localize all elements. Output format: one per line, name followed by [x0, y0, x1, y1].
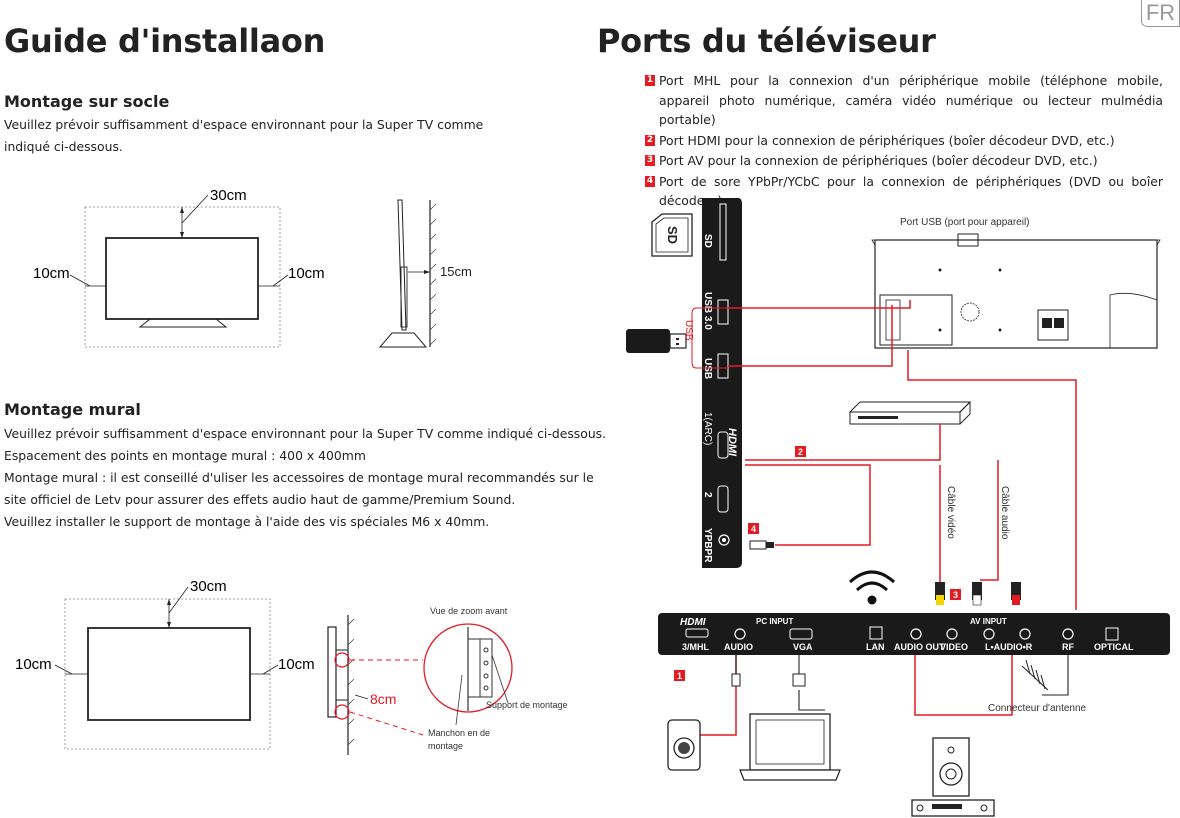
marker-4: 4: [751, 524, 756, 534]
port-description: Port HDMI pour la connexion de périphéri…: [659, 132, 1115, 148]
stand-text-line: indiqué ci-dessous.: [4, 139, 123, 154]
wall-dim-right: 10cm: [278, 656, 315, 673]
bottom-lan-label: LAN: [866, 642, 885, 652]
bottom-mhl-label: 3/MHL: [682, 642, 710, 652]
port-number-badge: 1: [645, 75, 655, 86]
wall-mount-text: Veuillez prévoir suﬃsamment d'espace env…: [4, 423, 606, 533]
stand-mount-heading: Montage sur socle: [4, 92, 170, 111]
speaker-icon: [932, 737, 970, 797]
bottom-optical-label: OPTICAL: [1094, 642, 1134, 652]
page-title-ports: Ports du téléviseur: [597, 22, 936, 60]
bottom-vga-label: VGA: [793, 642, 813, 652]
stand-clearance-diagram: 30cm 10cm 10cm 15cm: [33, 187, 437, 348]
side-usb-label: USB: [702, 358, 713, 379]
marker-2: 2: [798, 447, 803, 457]
bottom-pc-input-label: PC INPUT: [756, 617, 793, 626]
antenna-icon: [1021, 659, 1049, 691]
port-item-2: 2 Port HDMI pour la connexion de périphér…: [645, 131, 1163, 151]
mount-sleeve-label-1: Manchon en de: [428, 728, 490, 738]
wall-dim-side: 8cm: [370, 691, 396, 707]
stand-dim-top: 30cm: [210, 187, 247, 204]
bottom-audio-label: AUDIO: [724, 642, 753, 652]
side-usb30-label: USB 3.0: [702, 292, 713, 330]
stand-dim-left: 10cm: [33, 265, 70, 282]
port-number-badge: 2: [645, 134, 655, 146]
marker-1: 1: [677, 671, 682, 681]
wifi-icon: [848, 570, 896, 605]
wall-text-line: Espacement des points en montage mural :…: [4, 448, 366, 463]
marker-3: 3: [953, 590, 958, 600]
wall-text-line: Veuillez installer le support de montage…: [4, 514, 490, 529]
side-hdmi1-label: 1(ARC): [702, 412, 713, 445]
camera-icon: [667, 719, 701, 771]
laptop-icon: [739, 713, 841, 781]
stand-mount-text: Veuillez prévoir suﬃsamment d'espace env…: [4, 114, 483, 158]
dvd-player-icon: [848, 401, 972, 425]
page-title-installation: Guide d'installaon: [4, 22, 326, 60]
zoom-view-label: Vue de zoom avant: [430, 606, 508, 616]
ypbpr-plug-icon: [749, 540, 774, 550]
wall-text-line: Veuillez prévoir suﬃsamment d'espace env…: [4, 426, 607, 441]
side-ypbpr-label: YPBPR: [702, 528, 713, 563]
port-number-badge: 3: [645, 155, 655, 166]
language-badge: FR: [1141, 0, 1180, 27]
stand-dim-right: 10cm: [288, 265, 325, 282]
port-item-3: 3 Port AV pour la connexion de périphériq…: [645, 151, 1163, 171]
ports-connection-diagram: SD USB 3.0 USB 1(ARC) HDMI 2 YPBPR SD US…: [626, 198, 1170, 817]
port-description: Port MHL pour la connexion d'un périphér…: [659, 73, 1163, 127]
video-cable-label: Câble vidéo: [945, 486, 956, 539]
port-number-badge: 4: [645, 175, 655, 187]
av-receiver-icon: [911, 799, 995, 817]
usb-port-label: Port USB (port pour appareil): [900, 217, 1030, 228]
bottom-av-input-label: AV INPUT: [970, 617, 1007, 626]
mount-bracket-label: Support de montage: [486, 700, 568, 710]
wall-mount-heading: Montage mural: [4, 400, 141, 419]
port-item-1: 1 Port MHL pour la connexion d'un périphé…: [645, 71, 1163, 130]
ports-list: 1 Port MHL pour la connexion d'un périphé…: [645, 71, 1163, 212]
port-description: Port AV pour la connexion de périphériqu…: [659, 153, 1098, 168]
bottom-audio-out-label: AUDIO OUT: [894, 642, 945, 652]
sd-card-icon: SD: [651, 213, 693, 257]
stand-dim-side-label: 15cm: [440, 264, 472, 279]
bottom-video-label: VIDEO: [940, 642, 968, 652]
bottom-l-audio-r-label: L•AUDIO•R: [985, 642, 1033, 652]
bottom-rf-label: RF: [1062, 642, 1074, 652]
tv-back-illustration: [871, 233, 1161, 349]
sd-card-label: SD: [665, 226, 680, 244]
wall-dim-top: 30cm: [190, 578, 227, 595]
side-hdmi-logo: HDMI: [726, 428, 738, 457]
wall-text-line: Montage mural : il est conseillé d'ulise…: [4, 470, 594, 485]
bottom-hdmi-logo: HDMI: [680, 617, 706, 628]
side-sd-label: SD: [702, 234, 713, 248]
mount-sleeve-label-2: montage: [428, 741, 463, 751]
wall-clearance-diagram: 30cm 10cm 10cm 8cm Vue de zoom avant Sup…: [15, 578, 568, 755]
usb-bracket-label: USB: [683, 320, 694, 341]
usb-stick-icon: [626, 329, 687, 353]
wall-text-line: site oﬃciel de Letv pour assurer des eﬀe…: [4, 492, 516, 507]
side-hdmi2-label: 2: [702, 492, 713, 498]
antenna-label: Connecteur d'antenne: [988, 703, 1087, 714]
stand-text-line: Veuillez prévoir suﬃsamment d'espace env…: [4, 117, 484, 132]
wall-dim-left: 10cm: [15, 656, 52, 673]
audio-cable-label: Câble audio: [999, 486, 1010, 540]
rca-plugs-icon: [935, 582, 1021, 606]
